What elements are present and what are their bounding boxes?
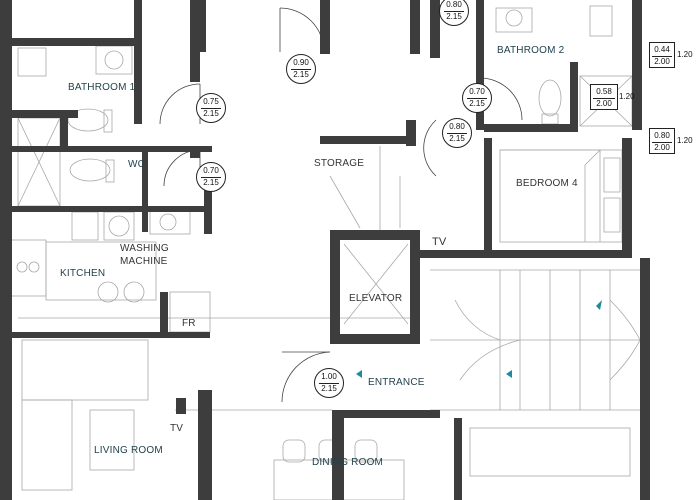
room-label-elevator: ELEVATOR [349, 293, 403, 304]
room-label-entrance: ENTRANCE [368, 377, 425, 388]
stair-arrow-up [596, 300, 602, 310]
walls [0, 0, 650, 500]
room-label-bathroom1: BATHROOM 1 [68, 82, 136, 93]
room-label-bedroom4: BEDROOM 4 [516, 178, 578, 189]
room-label-storage: STORAGE [314, 158, 365, 169]
tv-label-upper: TV [432, 236, 447, 248]
room-label-wc: WC [128, 159, 146, 170]
room-label-living-room: LIVING ROOM [94, 445, 163, 456]
direction-arrows [356, 300, 602, 378]
stair-arrow-down [506, 370, 512, 378]
entrance-arrow [356, 370, 362, 378]
tv-label-lower: TV [170, 423, 184, 434]
window-sill-bedroom4: 1.20 [677, 136, 693, 145]
window-sill-bathroom2: 1.20 [619, 92, 635, 101]
room-label-dining-room: DINING ROOM [312, 457, 384, 468]
fridge-label: FR [182, 318, 196, 329]
window-sill-top: 1.20 [677, 50, 693, 59]
room-label-bathroom2: BATHROOM 2 [497, 45, 565, 56]
room-label-washing-machine: WASHING MACHINE [120, 243, 169, 267]
room-label-kitchen: KITCHEN [60, 268, 106, 279]
